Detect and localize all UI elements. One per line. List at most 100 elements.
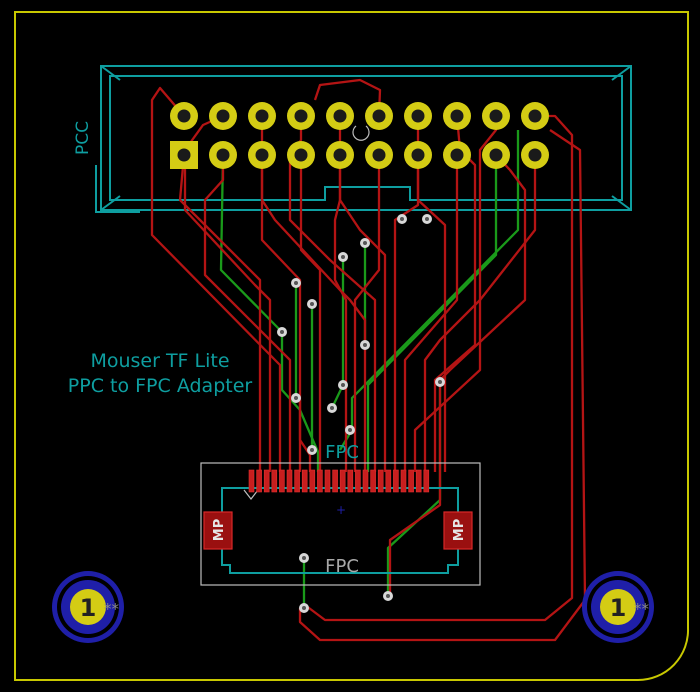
fpc-pad (370, 469, 376, 493)
via (435, 377, 445, 387)
fpc-top-label: FPC (325, 442, 359, 463)
front-copper-trace (178, 154, 262, 472)
via (277, 327, 287, 337)
via (291, 393, 301, 403)
fpc-pad (324, 469, 331, 493)
title-line-1: Mouser TF Lite (90, 350, 229, 372)
via (383, 591, 393, 601)
pcc-pin (521, 102, 549, 130)
pcc-pin (521, 141, 549, 169)
via (307, 445, 317, 455)
pcc-pin (404, 102, 432, 130)
pcc-pin (209, 141, 237, 169)
board-edge-outline (14, 11, 690, 681)
pcc-pin (326, 102, 354, 130)
front-copper-trace (288, 116, 377, 472)
fpc-center-marker: + (336, 503, 346, 517)
fpc-pad (362, 469, 369, 493)
mounting-right-ref: ** (634, 600, 650, 618)
mounting-left-ref: ** (104, 600, 120, 618)
fpc-pad (248, 469, 255, 493)
fpc-pad (301, 469, 308, 493)
fpc-pad (347, 469, 354, 493)
front-copper-trace (183, 114, 272, 472)
pcc-pin (326, 141, 354, 169)
fpc-pad (393, 469, 399, 493)
via-set (277, 214, 445, 613)
front-copper-trace (260, 155, 367, 472)
front-copper-trace (203, 155, 292, 472)
back-copper-trace (339, 130, 520, 451)
mounting-right-number: 1 (610, 594, 627, 622)
fpc-pad (339, 469, 346, 493)
fpc-bottom-label: FPC (325, 556, 359, 577)
front-copper-traces (150, 78, 587, 642)
fpc-pad (377, 469, 384, 493)
fpc-pad (263, 469, 270, 493)
back-copper-trace (366, 155, 498, 472)
pcc-pin (170, 102, 198, 130)
pcc-pin (482, 141, 510, 169)
fpc-pad (332, 469, 338, 493)
via (307, 299, 317, 309)
pcc-pin (365, 141, 393, 169)
mounting-pad-right: MP (443, 511, 473, 550)
fpc-pad (355, 469, 361, 493)
pcc-header-label: PCC (73, 121, 93, 155)
via (338, 380, 348, 390)
via (397, 214, 407, 224)
front-copper-trace (403, 155, 459, 472)
fpc-pad (317, 469, 323, 493)
mounting-hole-right: 1 ** (582, 571, 654, 643)
fpc-pad (256, 469, 262, 493)
fpc-pad (309, 469, 316, 493)
pcc-pin (404, 141, 432, 169)
pcc-connector-outline (95, 65, 632, 213)
front-copper-trace (416, 155, 447, 472)
via (345, 425, 355, 435)
fpc-pad (400, 469, 407, 493)
via (327, 403, 337, 413)
via (360, 238, 370, 248)
via (360, 340, 370, 350)
fpc-pad (294, 469, 300, 493)
pcc-pin (248, 141, 276, 169)
fpc-pad (271, 469, 278, 493)
fpc-pad-row (248, 469, 430, 493)
fpc-pad (408, 469, 414, 493)
fpc-pad (279, 469, 285, 493)
front-copper-trace (338, 155, 387, 472)
via (299, 603, 309, 613)
pcc-pin (482, 102, 510, 130)
front-copper-trace (353, 155, 381, 472)
pcc-pin (248, 102, 276, 130)
pcc-pin (443, 102, 471, 130)
front-copper-trace (423, 155, 537, 472)
fpc-courtyard (200, 462, 481, 586)
mounting-pad-left: MP (203, 511, 233, 550)
pcc-pin (287, 102, 315, 130)
pcc-pin (209, 102, 237, 130)
fpc-pad (385, 469, 392, 493)
mounting-hole-left: 1 ** (52, 571, 124, 643)
fpc-footprint: MP MP + (200, 462, 481, 586)
mp-left-label: MP (212, 519, 227, 541)
fpc-pad (286, 469, 293, 493)
title-line-2: PPC to FPC Adapter (68, 375, 253, 397)
fpc-pad (423, 469, 430, 493)
pcc-pin-grid (170, 102, 549, 169)
mounting-left-number: 1 (80, 594, 97, 622)
via (299, 553, 309, 563)
mp-right-label: MP (452, 519, 467, 541)
back-copper-trace (219, 154, 320, 472)
pcc-pin (365, 102, 393, 130)
front-copper-trace (313, 78, 382, 117)
front-copper-trace (304, 114, 574, 622)
fpc-pad (415, 469, 422, 493)
via (291, 278, 301, 288)
pin1-marker (243, 489, 259, 500)
pcc-pin (443, 141, 471, 169)
front-copper-trace (150, 86, 282, 472)
front-copper-trace (299, 155, 322, 472)
